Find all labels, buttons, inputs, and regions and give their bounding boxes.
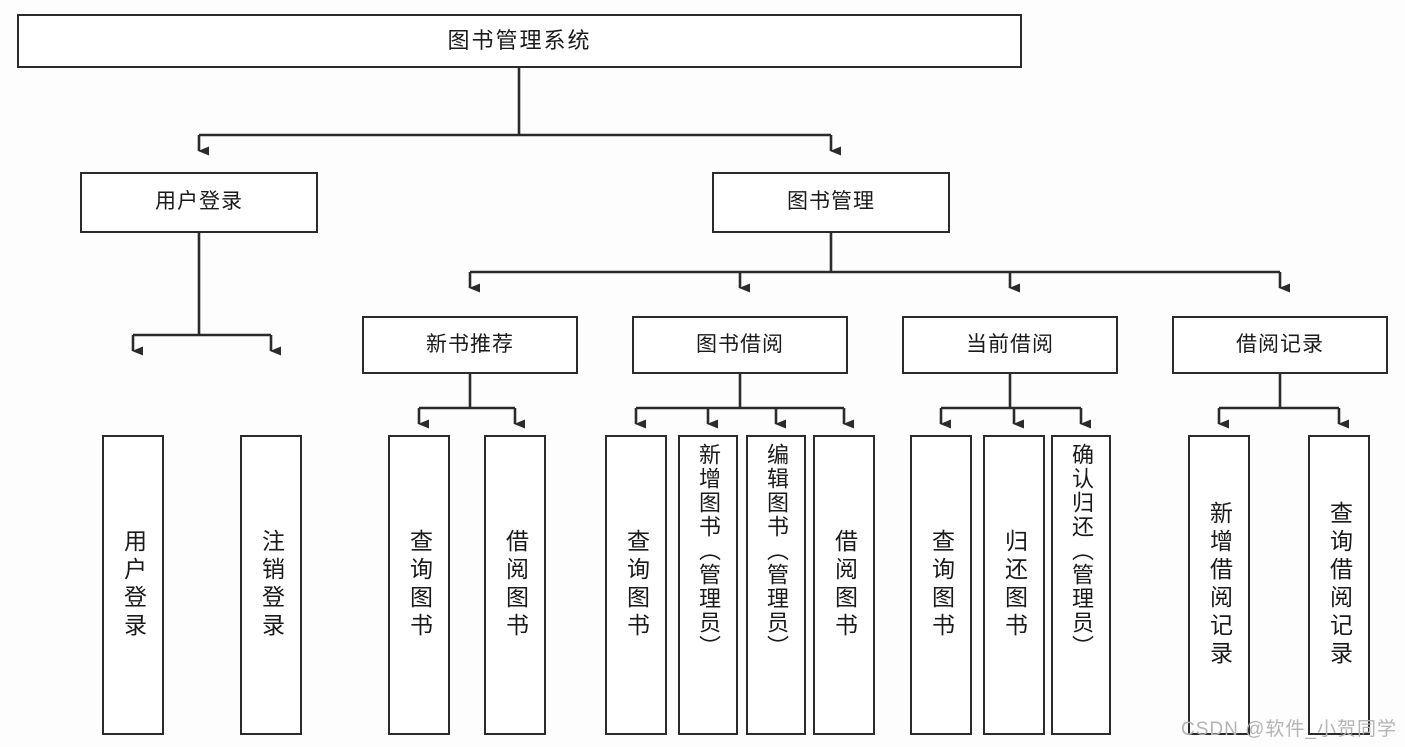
leaf-borrow-book[interactable]: 借阅图书 (813, 435, 875, 735)
leaf-return-book[interactable]: 归还图书 (983, 435, 1045, 735)
node-label: 注销登录 (258, 529, 285, 641)
node-label: 图书管理 (787, 190, 875, 214)
node-new-book-recommend[interactable]: 新书推荐 (362, 316, 578, 374)
node-current-borrow[interactable]: 当前借阅 (902, 316, 1118, 374)
node-label: 编辑图书（管理员） (764, 443, 789, 659)
node-root[interactable]: 图书管理系统 (17, 14, 1022, 68)
leaf-confirm-return-admin[interactable]: 确认归还（管理员） (1051, 435, 1111, 735)
node-label: 图书借阅 (696, 332, 784, 356)
leaf-logout[interactable]: 注销登录 (240, 435, 302, 735)
node-label: 确认归还（管理员） (1069, 443, 1094, 659)
edge-bus (199, 68, 831, 137)
edge-bus (419, 374, 515, 410)
leaf-add-borrow-record[interactable]: 新增借阅记录 (1188, 435, 1250, 735)
leaf-query-borrow-record[interactable]: 查询借阅记录 (1308, 435, 1370, 735)
watermark: CSDN @软件_小贺同学 (1181, 719, 1397, 740)
node-book-management[interactable]: 图书管理 (712, 172, 950, 233)
edge-bus (1219, 374, 1339, 410)
node-label: 当前借阅 (966, 332, 1054, 356)
leaf-query-book-recommend[interactable]: 查询图书 (388, 435, 450, 735)
node-user-login[interactable]: 用户登录 (80, 172, 318, 233)
node-borrow-record[interactable]: 借阅记录 (1172, 316, 1388, 374)
node-label: 查询借阅记录 (1326, 501, 1353, 669)
node-label: 用户登录 (120, 529, 147, 641)
edge-bus (636, 374, 844, 410)
leaf-edit-book-admin[interactable]: 编辑图书（管理员） (746, 435, 806, 735)
leaf-add-book-admin[interactable]: 新增图书（管理员） (678, 435, 738, 735)
node-book-borrow[interactable]: 图书借阅 (632, 316, 848, 374)
edge-bus (470, 233, 1280, 274)
node-label: 图书管理系统 (447, 28, 592, 54)
node-label: 新书推荐 (426, 332, 514, 356)
node-label: 查询图书 (928, 529, 955, 641)
edge-bus (133, 233, 271, 337)
leaf-borrow-book-recommend[interactable]: 借阅图书 (484, 435, 546, 735)
leaf-query-book-current[interactable]: 查询图书 (910, 435, 972, 735)
node-label: 借阅图书 (831, 529, 858, 641)
node-label: 借阅记录 (1236, 332, 1324, 356)
node-label: 借阅图书 (502, 529, 529, 641)
node-label: 归还图书 (1001, 529, 1028, 641)
node-label: 新增借阅记录 (1206, 501, 1233, 669)
node-label: 新增图书（管理员） (696, 443, 721, 659)
node-label: 查询图书 (623, 529, 650, 641)
leaf-query-book-borrow[interactable]: 查询图书 (605, 435, 667, 735)
edge-bus (941, 374, 1081, 410)
leaf-user-login[interactable]: 用户登录 (102, 435, 164, 735)
node-label: 用户登录 (155, 190, 243, 214)
node-label: 查询图书 (406, 529, 433, 641)
